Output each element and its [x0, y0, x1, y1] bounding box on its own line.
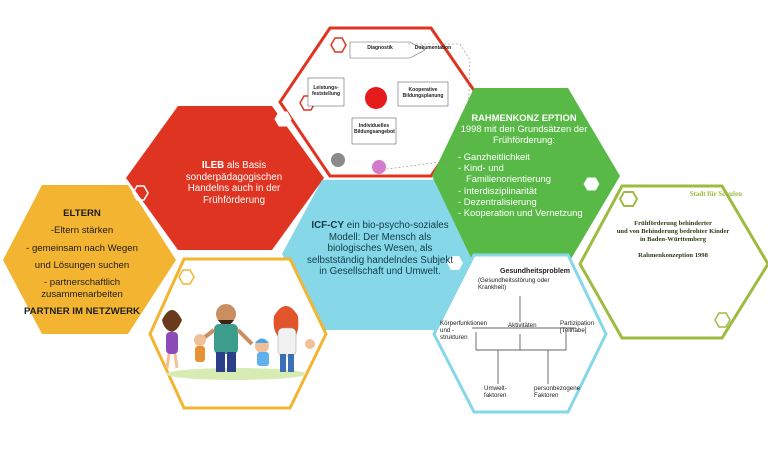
eltern-line: - gemeinsam nach Wegen [26, 242, 138, 254]
family-illustration [162, 304, 315, 380]
label-kooperative-bildungsplanung: Kooperative Bildungsplanung [402, 87, 444, 99]
icf-title: ICF-CY [311, 220, 345, 231]
document-subtitle: Rahmenkonzeption 1998 [638, 251, 708, 259]
rahmen-text-block: RAHMENKONZ EPTION 1998 mit den Grundsätz… [458, 112, 590, 218]
eltern-line: - partnerschaftlich [43, 277, 121, 289]
icf-text-block: ICF-CY ein bio-psycho-soziales Modell: D… [305, 220, 455, 278]
eltern-line: -Eltern stärken [50, 225, 114, 237]
rahmen-list-item: - Interdisziplinarität [458, 184, 537, 196]
icf-model-right: Partizipation [Teilhabe] [560, 320, 595, 334]
label-diagnostik: Diagnostik [367, 45, 393, 51]
label-dokumentation: Dokumentation [414, 45, 452, 51]
pink-dot [372, 160, 386, 174]
marker-hexagon [714, 312, 731, 328]
eltern-title: ELTERN [63, 208, 101, 219]
marker-hexagon [582, 176, 601, 192]
center-red-dot [365, 87, 387, 109]
marker-hexagon [330, 37, 347, 53]
marker-hexagon [178, 269, 195, 285]
ileb-hexagon [126, 106, 324, 250]
marker-hexagon [132, 185, 149, 201]
document-title-line: und von Behinderung bedrohter Kinder [616, 228, 730, 236]
ileb-title: ILEB [201, 160, 225, 171]
rahmen-list-item: - Kooperation und Vernetzung [458, 206, 583, 218]
icf-model-title: Gesundheitsproblem [500, 268, 571, 275]
document-title-line: Frühförderung behinderter [634, 220, 712, 228]
rahmen-title: RAHMENKONZ EPTION [471, 112, 577, 123]
icf-model-diagram [472, 296, 576, 384]
marker-hexagon [618, 191, 639, 207]
process-diagram [307, 41, 471, 174]
eltern-footer: PARTNER IM NETZWERK [23, 305, 140, 317]
ileb-text-block: ILEB als Basis sonderpädagogischen Hande… [178, 160, 290, 206]
eltern-line: und Lösungen suchen [34, 259, 130, 271]
label-individuelles-bildungsangebot: Individuelles Bildungsangebot [354, 123, 395, 135]
icf-model-left: Körperfunktionen und -strukturen [440, 320, 488, 341]
icf-model-hexagon [432, 253, 608, 414]
label-leistungsfeststellung: Leistungs-feststellung [311, 85, 341, 97]
icf-text: ein bio-psycho-soziales Modell: Der Mens… [307, 220, 453, 278]
document-header: Stadt für Schulen [689, 190, 742, 198]
grey-dot [331, 153, 345, 167]
document-text-block: Stadt für Schulen Frühförderung behinder… [598, 190, 748, 259]
icf-model-subtitle: (Gesundheitsstörung oder Krankheit) [478, 277, 550, 291]
rahmen-list-item: - Kind- und Familienorientierung [458, 162, 551, 185]
document-title-line: in Baden-Württemberg [639, 235, 707, 243]
eltern-line: zusammenarbeiten [41, 288, 123, 300]
ileb-text: als Basis sonderpädagogischen Handelns a… [185, 160, 283, 206]
icf-model-bottom-left: Umwelt-faktoren [484, 385, 507, 399]
rahmen-hexagon [432, 88, 620, 264]
icf-model-center: Aktivitäten [508, 322, 537, 329]
rahmen-list-item: - Dezentralisierung [458, 195, 537, 207]
eltern-hexagon [3, 185, 176, 334]
marker-hexagon [447, 256, 463, 270]
marker-hexagon [274, 111, 292, 127]
icf-hexagon [282, 180, 476, 330]
eltern-text-block: ELTERN -Eltern stärken - gemeinsam nach … [22, 208, 142, 317]
document-hexagon [578, 184, 768, 340]
rahmen-list-item: - Ganzheitlichkeit [458, 151, 530, 163]
rahmen-list: - Ganzheitlichkeit - Kind- und Familieno… [458, 151, 590, 218]
icf-model-bottom-right: personbezogene Faktoren [534, 385, 581, 399]
rahmen-subtitle: 1998 mit den Grundsätzen der Frühförderu… [460, 123, 588, 146]
